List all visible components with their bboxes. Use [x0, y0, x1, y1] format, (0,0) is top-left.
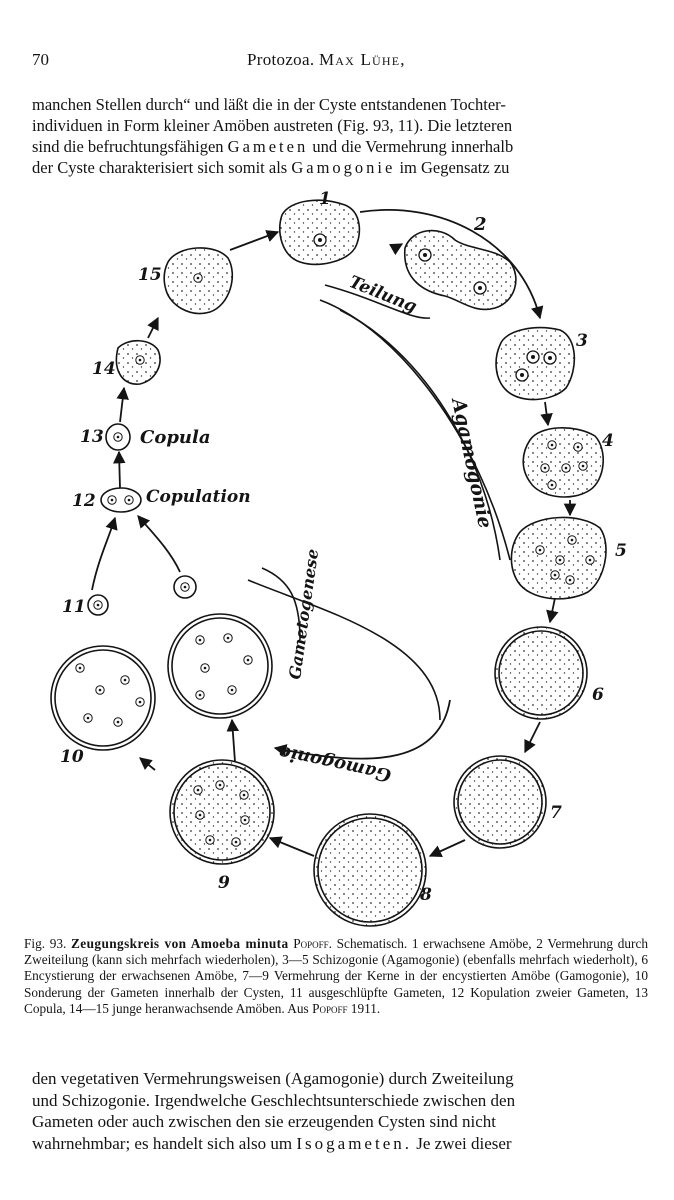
intro-line-4: der Cyste charakterisiert sich somit als…: [32, 157, 644, 178]
stage-7-cyst: [453, 755, 547, 849]
outro-line-1: den vegetativen Vermehrungsweisen (Agamo…: [32, 1069, 514, 1088]
term-isogameten: Isogameten.: [296, 1133, 412, 1153]
label-12: 12: [72, 491, 96, 511]
stage-2-dividing-cell: [404, 229, 517, 311]
intro-line-3: sind die befruchtungsfähigen Gameten und…: [32, 136, 644, 157]
stage-11b-gamete: [173, 575, 197, 599]
outro-line-4-a: wahrnehmbar; es handelt sich also um: [32, 1133, 293, 1153]
page-header: 70 Protozoa. Max Lühe,: [32, 50, 644, 74]
running-head: Protozoa. Max Lühe,: [247, 50, 406, 70]
caption-source: Popoff 1911.: [312, 1000, 381, 1016]
label-8: 8: [419, 885, 432, 905]
label-1: 1: [319, 189, 331, 209]
intro-line-3-b: und die Vermehrung innerhalb: [312, 137, 514, 156]
life-cycle-figure: 1 2 3 4 5 6 7 8 9 10 11 12 13 14 15 Copu…: [50, 189, 627, 927]
intro-line-2: individuen in Form kleiner Amöben austre…: [32, 116, 513, 135]
intro-line-4-a: der Cyste charakterisiert sich somit als: [32, 158, 288, 177]
stage-10-cyst: [50, 645, 156, 751]
label-agamogonie: Agamogonie: [447, 395, 496, 531]
running-head-author: Max Lühe,: [318, 50, 406, 69]
intro-line-3-a: sind die befruchtungsfähigen: [32, 137, 224, 156]
intro-line-4-b: im Gegensatz zu: [399, 158, 510, 177]
caption-title: Zeugungskreis von Amoeba minuta: [71, 936, 289, 951]
label-gamogonie: Gamogonie: [277, 741, 393, 785]
label-3: 3: [576, 331, 588, 351]
caption-author: Popoff.: [293, 936, 332, 951]
cycle-arrows: [91, 209, 577, 858]
stage-13-copula: [105, 423, 131, 451]
label-gametogenese: Gametogenese: [285, 548, 322, 681]
caption-fig-label: Fig. 93.: [24, 936, 67, 951]
bracket-curves: [247, 284, 511, 721]
term-gamogonie: Gamogonie: [291, 158, 396, 177]
label-2: 2: [473, 214, 487, 235]
label-9: 9: [218, 873, 230, 893]
stage-11-gamete: [87, 594, 109, 616]
stage-8-cyst: [313, 813, 427, 927]
page-number: 70: [32, 50, 49, 69]
label-copula: Copula: [140, 427, 211, 448]
stage-1-amoeba: [278, 199, 361, 266]
stage-12-copulation: [100, 487, 142, 513]
caption-text: Schematisch. 1 erwachsene Amöbe, 2 Verme…: [24, 936, 648, 1016]
label-14: 14: [92, 359, 116, 379]
stage-9-cyst: [169, 759, 275, 865]
label-4: 4: [602, 431, 614, 451]
outro-line-4: wahrnehmbar; es handelt sich also um Iso…: [32, 1133, 644, 1155]
outro-line-3: Gameten oder auch zwischen den sie erzeu…: [32, 1112, 497, 1131]
label-copulation: Copulation: [146, 487, 251, 507]
label-15: 15: [138, 265, 162, 285]
stage-4-schizont: [522, 426, 605, 498]
outro-line-2: und Schizogonie. Irgendwelche Geschlecht…: [32, 1090, 516, 1110]
label-5: 5: [615, 541, 627, 561]
stage-3-schizont: [495, 326, 576, 401]
intro-paragraph: manchen Stellen durch“ und läßt die in d…: [32, 94, 644, 178]
stage-10b-cyst: [167, 613, 273, 719]
label-7: 7: [550, 803, 562, 823]
stage-6-cyst: [494, 626, 588, 720]
term-gameten: Gameten: [227, 137, 309, 156]
label-teilung: Teilung: [346, 272, 419, 317]
figure-caption: Fig. 93. Zeugungskreis von Amoeba minuta…: [24, 936, 648, 1017]
running-head-prefix: Protozoa.: [247, 50, 315, 69]
outro-line-4-b: Je zwei dieser: [416, 1133, 512, 1153]
outro-paragraph: den vegetativen Vermehrungsweisen (Agamo…: [32, 1068, 644, 1154]
label-11: 11: [62, 597, 86, 617]
intro-line-1: manchen Stellen durch“ und läßt die in d…: [32, 95, 506, 114]
label-10: 10: [60, 747, 84, 767]
label-6: 6: [592, 685, 604, 705]
label-13: 13: [80, 427, 104, 447]
